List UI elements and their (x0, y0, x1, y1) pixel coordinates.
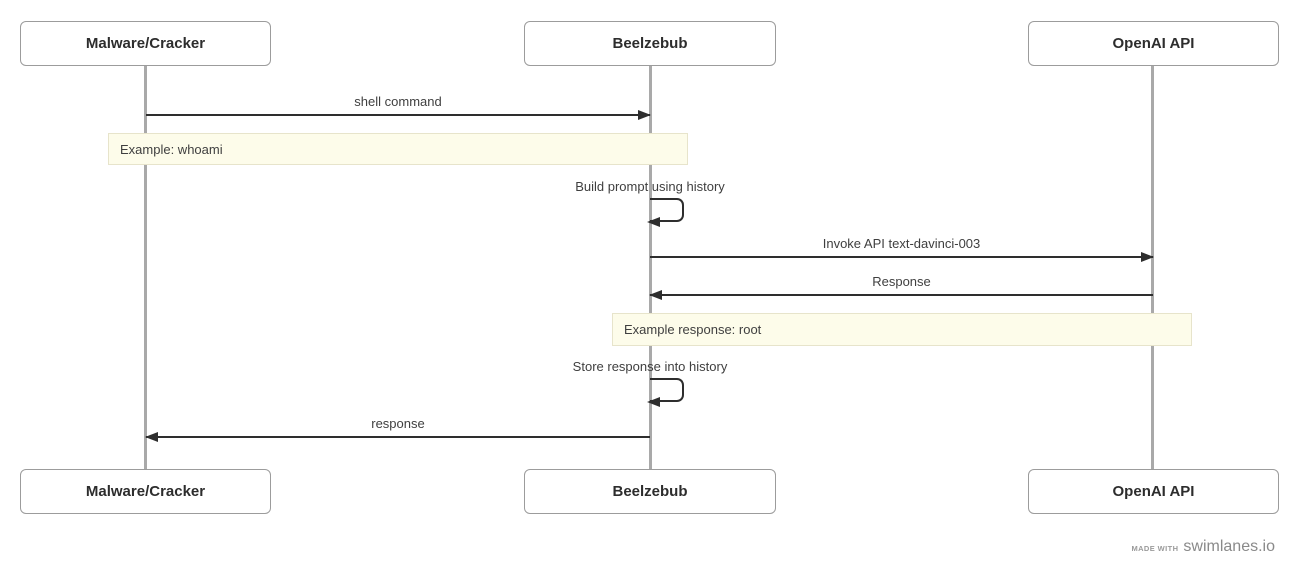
actor-label: OpenAI API (1112, 35, 1195, 52)
message-response-to-malware: response (145, 416, 650, 442)
message-label: shell command (354, 94, 442, 109)
made-with-label: MADE WITH (1131, 544, 1179, 553)
self-loop-arrow-icon (647, 198, 684, 227)
note-text: Example response: root (624, 322, 762, 337)
lifeline-beelzebub (649, 66, 652, 470)
actor-top-openai-api: OpenAI API (1028, 21, 1279, 66)
actor-label: Malware/Cracker (85, 35, 206, 52)
actor-top-beelzebub: Beelzebub (524, 21, 776, 66)
actor-label: Malware/Cracker (85, 483, 206, 500)
lifeline-malware-cracker (144, 66, 147, 470)
arrow-left-icon (145, 432, 650, 442)
message-shell-command: shell command (146, 94, 651, 120)
message-response-from-api: Response (649, 274, 1153, 300)
arrow-right-icon (650, 252, 1154, 262)
actor-bottom-openai-api: OpenAI API (1028, 469, 1279, 514)
note-text: Example: whoami (120, 141, 223, 157)
actor-bottom-beelzebub: Beelzebub (524, 469, 776, 514)
self-loop-arrow-icon (647, 378, 684, 407)
note-example-whoami: Example: whoami (108, 133, 688, 165)
message-invoke-api: Invoke API text-davinci-003 (650, 236, 1154, 262)
self-message-label-build-prompt: Build prompt using history (575, 179, 725, 194)
actor-bottom-malware-cracker: Malware/Cracker (20, 469, 271, 514)
swimlanes-brand-link[interactable]: swimlanes.io (1183, 538, 1275, 555)
actor-label: Beelzebub (612, 35, 688, 52)
actor-top-malware-cracker: Malware/Cracker (20, 21, 271, 66)
actor-label: OpenAI API (1112, 483, 1195, 500)
message-label: Response (872, 274, 931, 289)
arrow-right-icon (146, 110, 651, 120)
actor-label: Beelzebub (612, 483, 688, 500)
footer-attribution: MADE WITH swimlanes.io (1131, 538, 1275, 556)
message-label: response (371, 416, 425, 431)
note-example-response-root: Example response: root (612, 313, 1192, 346)
lifeline-openai-api (1151, 66, 1154, 470)
arrow-left-icon (649, 290, 1153, 300)
message-label: Invoke API text-davinci-003 (822, 236, 981, 251)
self-message-label-store-response: Store response into history (572, 359, 728, 374)
